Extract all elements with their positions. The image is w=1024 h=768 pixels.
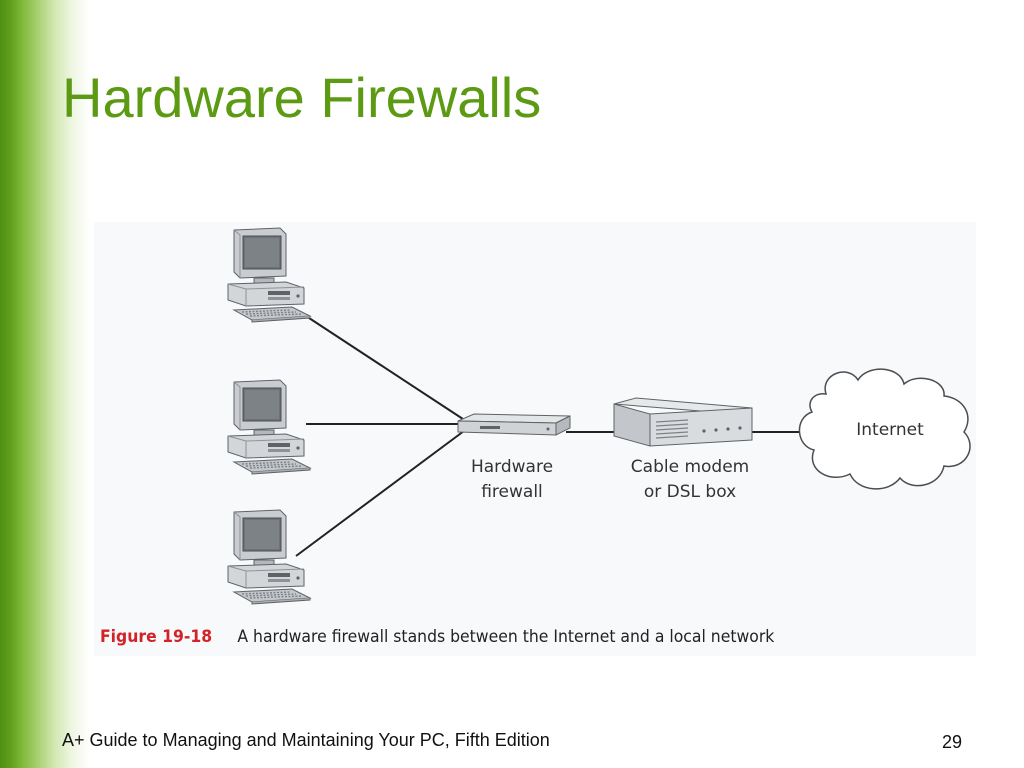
internet-label: Internet	[856, 420, 924, 440]
footer-book-title: A+ Guide to Managing and Maintaining You…	[62, 730, 550, 750]
green-side-band	[0, 0, 90, 768]
desktop-computer-icon	[227, 227, 311, 323]
link-pc3-firewall	[295, 427, 469, 557]
cloud-icon	[798, 368, 971, 490]
firewall-label-line1: Hardware	[471, 457, 553, 477]
firewall-label-line2: firewall	[481, 482, 543, 502]
figure-caption-text: A hardware firewall stands between the I…	[237, 627, 775, 647]
figure-caption: Figure 19-18 A hardware firewall stands …	[100, 624, 774, 650]
cable-modem-box-icon	[613, 397, 753, 447]
slide-title: Hardware Firewalls	[62, 66, 542, 129]
modem-label-line1: Cable modem	[631, 457, 749, 477]
page-number: 29	[941, 732, 962, 752]
hardware-firewall-device-icon	[457, 413, 571, 436]
modem-label-line2: or DSL box	[644, 482, 736, 502]
link-pc1-firewall	[305, 315, 467, 422]
connection-lines	[295, 315, 806, 557]
desktop-computer-icon	[227, 509, 311, 605]
figure-label: Figure 19-18	[100, 627, 213, 647]
desktop-computer-icon	[227, 379, 311, 475]
